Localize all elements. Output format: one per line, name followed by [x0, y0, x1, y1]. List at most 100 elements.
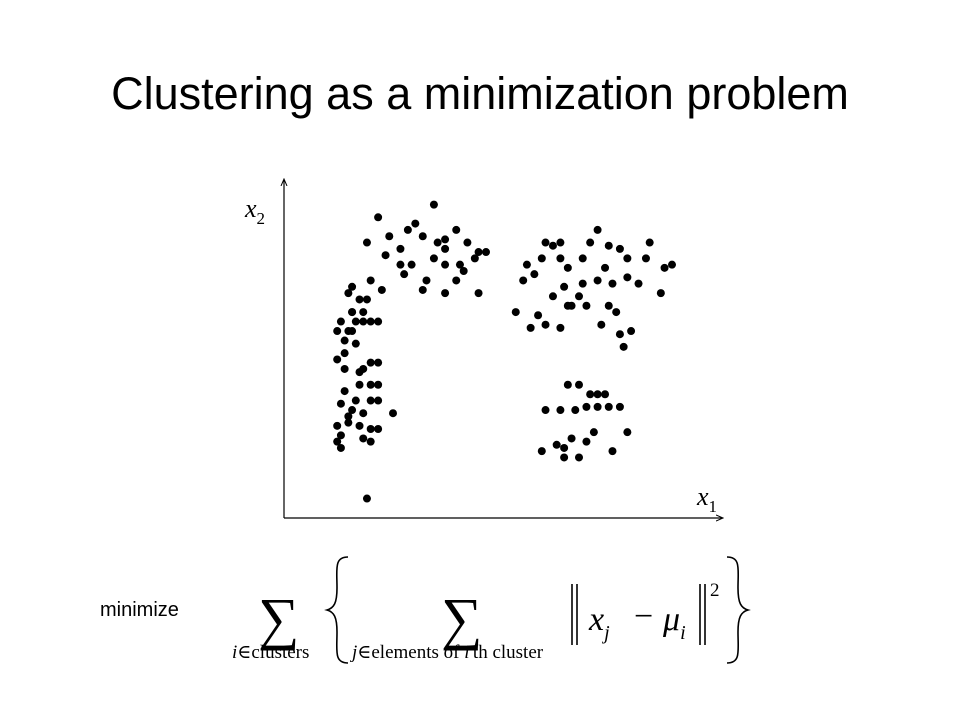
data-point-50 [385, 232, 394, 241]
data-point-76 [441, 235, 450, 244]
data-point-48 [374, 213, 383, 222]
data-point-141 [575, 453, 583, 462]
data-point-16 [374, 358, 383, 367]
data-point-87 [560, 282, 569, 291]
data-point-5 [359, 308, 368, 317]
data-point-20 [340, 387, 349, 396]
data-point-71 [455, 260, 464, 269]
data-point-80 [556, 254, 565, 263]
data-point-49 [381, 251, 390, 260]
data-point-2 [351, 317, 360, 326]
data-point-34 [336, 431, 345, 440]
data-point-91 [601, 263, 610, 272]
data-point-134 [608, 447, 617, 456]
outer-index: i [232, 642, 237, 663]
inner-set-post: 'th cluster [470, 642, 544, 663]
data-point-25 [366, 396, 375, 405]
mu-subscript: i [680, 622, 686, 644]
data-point-131 [604, 402, 613, 411]
data-point-0 [351, 339, 360, 348]
data-point-52 [377, 285, 386, 294]
data-point-51 [366, 276, 375, 285]
right-brace [726, 556, 751, 664]
inner-sum-symbol: ∑ [441, 586, 482, 651]
data-point-7 [374, 317, 383, 326]
data-point-81 [548, 241, 557, 250]
minus-sign: − [634, 598, 653, 635]
data-point-27 [389, 409, 397, 418]
data-point-41 [344, 289, 353, 298]
data-point-102 [660, 263, 669, 272]
data-point-123 [586, 390, 595, 399]
data-point-108 [526, 323, 535, 332]
data-point-33 [374, 425, 383, 433]
data-point-19 [355, 380, 364, 389]
data-points [333, 200, 676, 503]
data-point-139 [552, 440, 561, 449]
data-point-135 [589, 428, 598, 437]
data-point-100 [634, 279, 643, 288]
data-point-14 [355, 368, 364, 377]
data-point-132 [615, 402, 624, 411]
data-point-117 [619, 342, 628, 351]
data-point-59 [433, 238, 442, 247]
outer-sum-subscript: i∈clusters [232, 642, 309, 663]
data-point-38 [336, 443, 345, 452]
data-point-39 [362, 494, 371, 503]
data-point-82 [530, 270, 539, 279]
data-point-83 [519, 276, 528, 285]
data-point-106 [534, 311, 543, 320]
outer-set: clusters [251, 642, 309, 663]
data-point-56 [396, 244, 405, 253]
data-point-10 [340, 349, 349, 358]
data-point-8 [336, 317, 345, 326]
data-point-58 [418, 232, 427, 241]
data-point-64 [452, 225, 461, 234]
data-point-86 [563, 263, 572, 272]
data-point-18 [366, 380, 375, 389]
data-point-23 [348, 406, 357, 415]
data-point-84 [541, 238, 550, 247]
data-point-4 [359, 317, 368, 326]
data-point-92 [604, 241, 613, 250]
data-point-113 [604, 301, 613, 310]
x-var: x [588, 601, 604, 638]
data-point-130 [593, 402, 602, 411]
data-point-88 [578, 254, 587, 263]
data-point-137 [560, 443, 569, 452]
y-axis-label-var: x [244, 194, 257, 223]
data-point-31 [355, 421, 364, 430]
data-point-103 [593, 225, 602, 234]
data-point-73 [418, 285, 427, 294]
data-point-75 [403, 225, 412, 234]
norm-mu-term: μi [662, 601, 686, 644]
minimize-label: minimize [100, 599, 179, 621]
data-point-89 [586, 238, 595, 247]
data-point-95 [593, 276, 602, 285]
data-point-114 [612, 308, 621, 317]
data-point-136 [567, 434, 576, 443]
data-point-133 [623, 428, 632, 437]
data-point-9 [333, 327, 342, 336]
x-axis-label: x1 [696, 482, 717, 516]
data-point-116 [615, 330, 624, 339]
data-point-129 [582, 402, 591, 411]
data-point-78 [522, 260, 531, 269]
data-point-6 [366, 317, 375, 326]
data-point-15 [366, 358, 375, 367]
x-axis-label-var: x [696, 482, 709, 511]
data-point-36 [359, 434, 368, 443]
data-point-21 [336, 399, 345, 408]
data-point-60 [429, 254, 438, 263]
data-point-63 [441, 244, 450, 253]
data-point-112 [548, 292, 557, 301]
data-point-43 [355, 295, 364, 304]
data-point-65 [463, 238, 472, 247]
y-axis-label-sub: 2 [257, 209, 266, 228]
data-point-110 [556, 323, 565, 332]
data-point-98 [641, 254, 650, 263]
data-point-101 [656, 289, 665, 298]
data-point-90 [578, 279, 587, 288]
data-point-61 [422, 276, 431, 285]
data-point-77 [474, 289, 483, 298]
